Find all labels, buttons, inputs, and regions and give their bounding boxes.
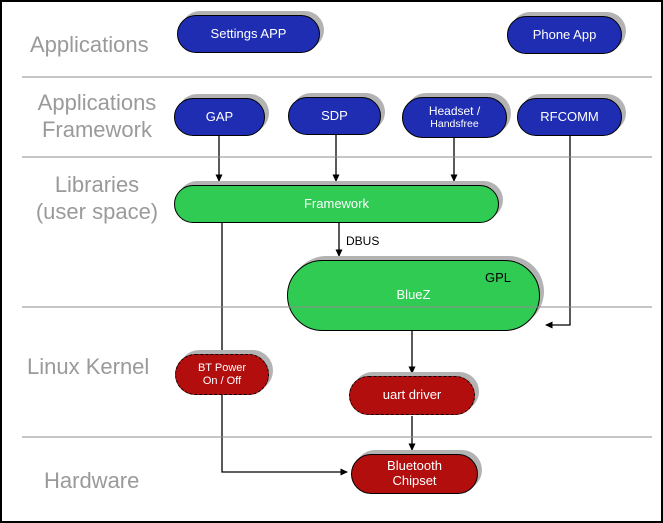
node-label: BT Power — [197, 361, 247, 374]
node-headset-handsfree: Headset / Handsfree — [402, 97, 507, 138]
layer-label-line: Framework — [41, 116, 152, 142]
layer-label-libraries: Libraries (user space) — [17, 172, 177, 226]
node-label: RFCOMM — [540, 108, 599, 124]
edge-label-dbus: DBUS — [346, 234, 380, 248]
node-rfcomm: RFCOMM — [517, 98, 622, 136]
node-label: On / Off — [202, 374, 242, 387]
node-bluez: BlueZ — [287, 260, 540, 331]
node-label: SDP — [321, 107, 348, 123]
node-label: BlueZ — [396, 287, 431, 303]
layer-label-linux-kernel: Linux Kernel — [27, 354, 150, 379]
node-label: Chipset — [392, 473, 437, 488]
layer-label-hardware: Hardware — [44, 468, 140, 493]
bluez-gpl-badge: GPL — [485, 270, 512, 285]
node-label: Settings APP — [210, 25, 287, 41]
node-settings-app: Settings APP — [177, 15, 320, 53]
node-phone-app: Phone App — [507, 16, 622, 54]
layer-label-applications-framework: Applications Framework — [17, 90, 177, 144]
edge-rfcomm-to-bluez — [545, 136, 571, 329]
layer-label-applications: Applications — [30, 32, 149, 57]
node-label: uart driver — [382, 387, 442, 403]
node-sdp: SDP — [288, 97, 381, 135]
node-uart-driver: uart driver — [349, 376, 475, 415]
node-label: GAP — [205, 108, 234, 124]
node-framework: Framework — [174, 185, 499, 223]
layer-label-line: (user space) — [35, 198, 159, 224]
layer-label-line: Libraries — [54, 172, 140, 197]
node-bt-power: BT Power On / Off — [175, 354, 269, 395]
node-label: Phone App — [532, 26, 597, 42]
node-gap: GAP — [174, 98, 265, 136]
node-bluetooth-chipset: Bluetooth Chipset — [351, 454, 478, 494]
layer-label-line: Applications — [37, 90, 157, 115]
node-label: Handsfree — [430, 118, 479, 131]
node-label: Headset / — [428, 103, 481, 118]
node-label: Bluetooth — [387, 458, 442, 474]
node-label: Framework — [303, 195, 369, 211]
edge-framework-to-chipset — [221, 223, 348, 476]
